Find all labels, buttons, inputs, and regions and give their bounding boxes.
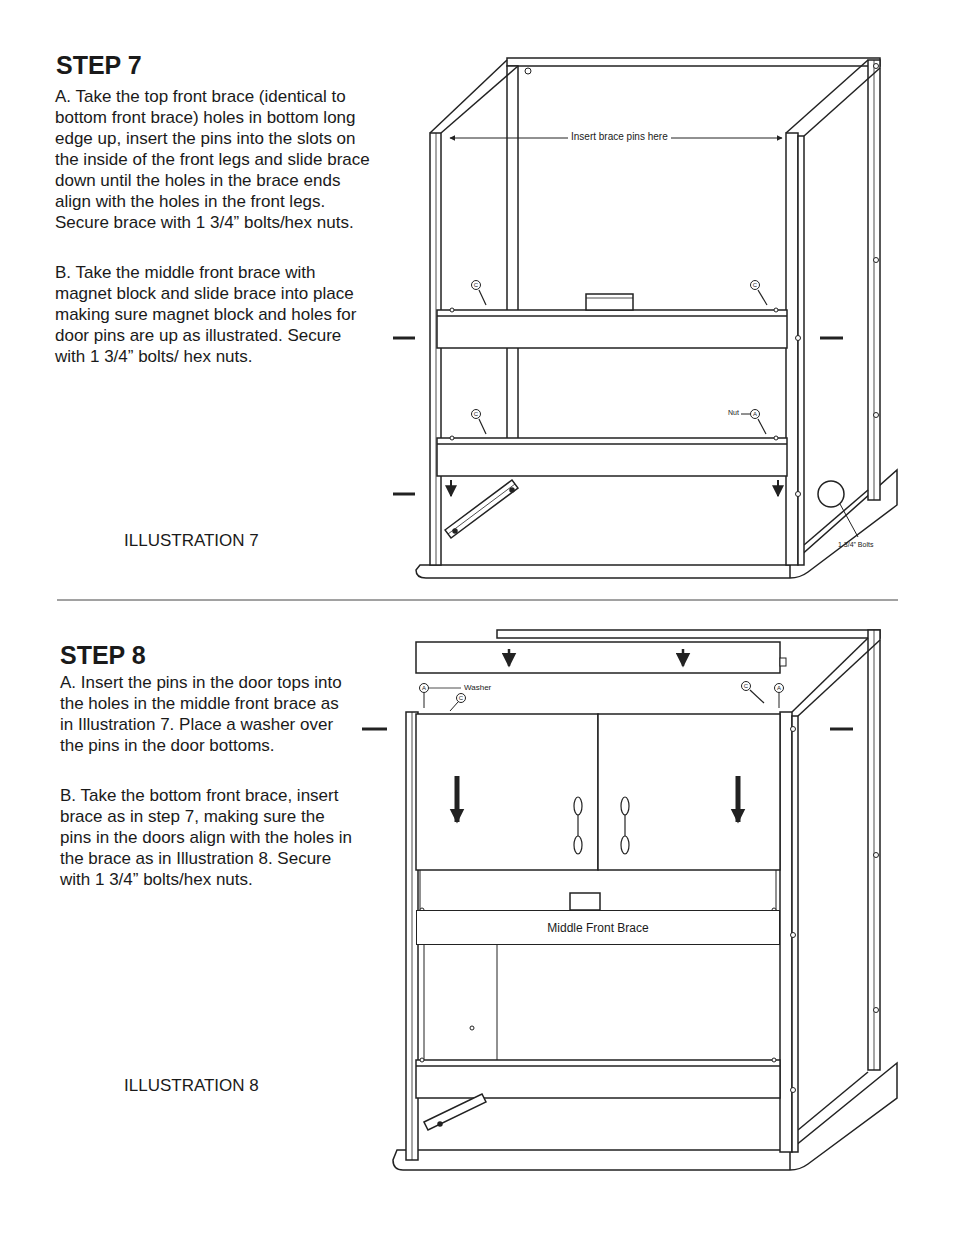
brace-part: Middle Front Brace	[416, 910, 780, 945]
callout-label: Insert brace pins here	[568, 131, 671, 143]
callout-letter: C	[474, 282, 478, 288]
section-divider	[57, 600, 898, 601]
callout-circle: C	[456, 693, 466, 703]
callout-letter: C	[753, 282, 757, 288]
part-label: 1 3/4” Bolts	[838, 541, 873, 550]
callout-letter: A	[422, 685, 426, 691]
instruction-text: A. Insert the pins in the door tops into…	[60, 672, 352, 756]
callout-letter: C	[474, 411, 478, 417]
cabinet-frame-8	[362, 630, 897, 1170]
callout-circle: C	[471, 280, 481, 290]
instruction-text: B. Take the bottom front brace, insert b…	[60, 785, 352, 890]
callout-circle: C	[741, 681, 751, 691]
part-label: Nut	[728, 409, 739, 418]
callout-circle: C	[750, 280, 760, 290]
part-label: Washer	[464, 683, 491, 693]
callout-circle: A	[750, 409, 760, 419]
callout-letter: C	[459, 695, 463, 701]
callout-letter: A	[777, 685, 781, 691]
illustration-label: ILLUSTRATION 8	[124, 1075, 259, 1096]
callout-letter: A	[753, 411, 757, 417]
step-heading: STEP 8	[60, 640, 146, 671]
instruction-text: B. Take the middle front brace with magn…	[55, 262, 365, 367]
cabinet-frame-7	[393, 58, 897, 578]
callout-letter: C	[744, 683, 748, 689]
callout-circle: A	[774, 683, 784, 693]
illustration-label: ILLUSTRATION 7	[124, 530, 259, 551]
callout-circle: C	[471, 409, 481, 419]
callout-circle: A	[419, 683, 429, 693]
instruction-text: A. Take the top front brace (identical t…	[55, 86, 380, 234]
step-heading: STEP 7	[56, 50, 142, 81]
part-name: Middle Front Brace	[547, 922, 648, 934]
